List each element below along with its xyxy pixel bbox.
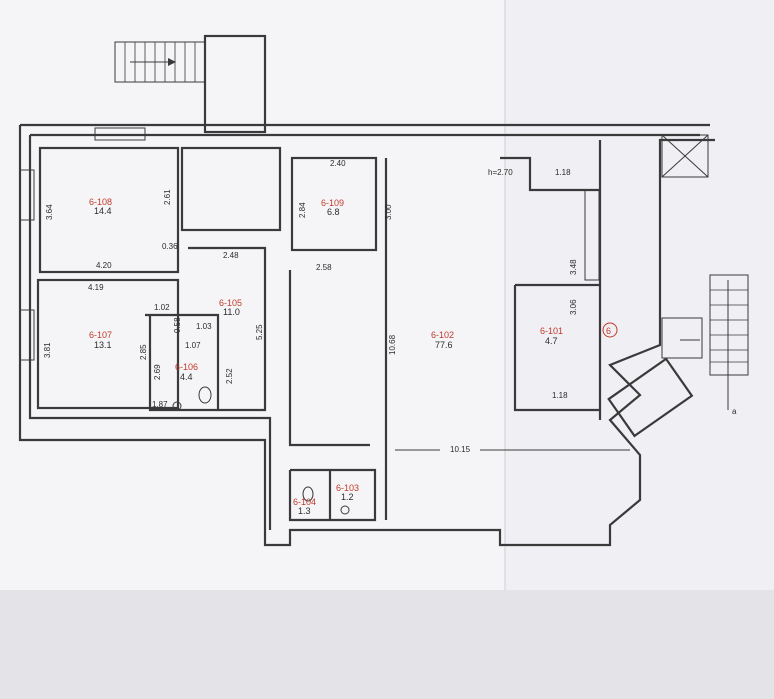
- room-id: 6-105: [219, 298, 242, 308]
- dimension-label: 2.61: [163, 189, 172, 205]
- room-area: 1.2: [341, 492, 354, 502]
- stairs-right: [607, 274, 749, 438]
- dimension-label: 1.18: [552, 391, 568, 400]
- room-area: 4.7: [545, 336, 558, 346]
- paper-sheet-right: [505, 0, 774, 600]
- room-area: 6.8: [327, 207, 340, 217]
- dimension-label: 2.58: [316, 263, 332, 272]
- stair-label: a: [732, 407, 737, 416]
- dimension-labels: 3.64 2.61 0.36 4.20 4.19 1.02 3.81 0.58 …: [43, 159, 630, 454]
- dimension-label: 2.84: [298, 202, 307, 218]
- dimension-label: 3.00: [384, 204, 393, 220]
- dimension-label: 1.18: [555, 168, 571, 177]
- dimension-label: 1.03: [196, 322, 212, 331]
- room-id: 6-101: [540, 326, 563, 336]
- table-surface: [0, 590, 774, 699]
- interior-walls: [19, 127, 709, 522]
- dimension-label: 3.81: [43, 342, 52, 358]
- dimension-label: 2.52: [225, 368, 234, 384]
- dimension-label: 2.48: [223, 251, 239, 260]
- dimension-label: 1.02: [154, 303, 170, 312]
- dimension-label: 4.20: [96, 261, 112, 270]
- room-id: 6-109: [321, 198, 344, 208]
- dimension-label: 0.36: [162, 242, 178, 251]
- dimension-label: 2.69: [153, 364, 162, 380]
- marker-circle: 6: [602, 322, 618, 338]
- room-id: 6-107: [89, 330, 112, 340]
- marker-circle-label: 6: [606, 326, 611, 336]
- dimension-label: 1.87: [152, 400, 168, 409]
- dimension-label: 0.58: [173, 317, 182, 333]
- room-area: 14.4: [94, 206, 112, 216]
- room-labels: 6-108 14.4 6-107 13.1 6-109 6.8 6-105 11…: [89, 197, 563, 516]
- room-area: 11.0: [223, 307, 240, 317]
- dimension-label: 2.40: [330, 159, 346, 168]
- room-area: 1.3: [298, 506, 311, 516]
- dimension-label: 3.06: [569, 299, 578, 315]
- dimension-label: 5.25: [255, 324, 264, 340]
- dimension-label: 4.19: [88, 283, 104, 292]
- dimension-label: 3.64: [45, 204, 54, 220]
- stairs-top-left: [114, 34, 267, 134]
- room-id: 6-104: [293, 497, 316, 507]
- dimension-label: 10.68: [388, 334, 397, 355]
- room-area: 77.6: [435, 340, 453, 350]
- room-id: 6-102: [431, 330, 454, 340]
- dimension-label: h=2.70: [488, 168, 513, 177]
- dimension-label: 10.15: [450, 445, 471, 454]
- dimension-label: 2.85: [139, 344, 148, 360]
- dimension-label: 1.07: [185, 341, 201, 350]
- outer-walls: [18, 123, 715, 547]
- room-area: 4.4: [180, 372, 193, 382]
- room-id: 6-108: [89, 197, 112, 207]
- room-id: 6-106: [175, 362, 198, 372]
- room-area: 13.1: [94, 340, 112, 350]
- room-id: 6-103: [336, 483, 359, 493]
- dimension-label: 3.48: [569, 259, 578, 275]
